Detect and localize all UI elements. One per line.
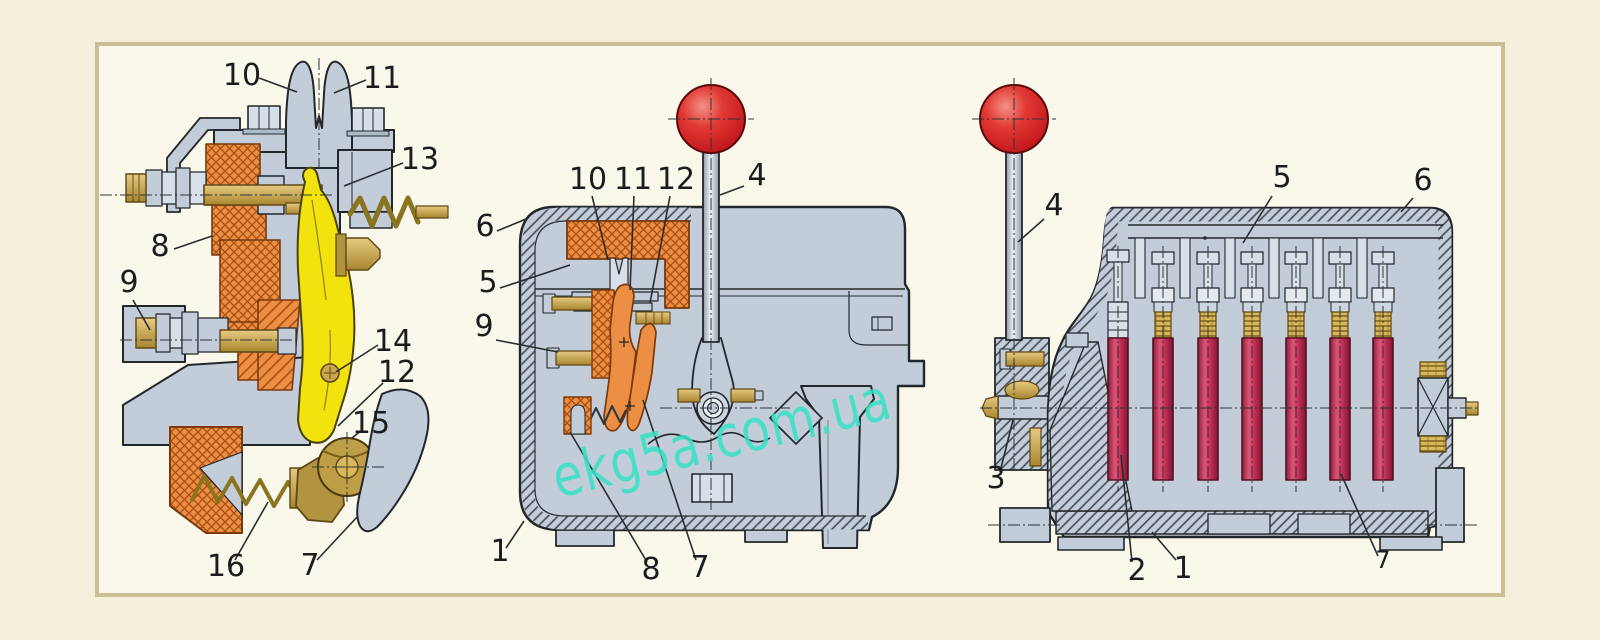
housing-wall-hatch (521, 207, 868, 530)
drain-spout (800, 385, 875, 549)
label-1: 1 (490, 534, 509, 569)
strap (166, 117, 241, 213)
figure-left-contact-element: 10 11 13 8 9 14 12 15 16 7 (100, 58, 449, 584)
leader-lines (999, 195, 1414, 563)
label-7: 7 (690, 550, 709, 585)
label-10: 10 (223, 58, 261, 93)
cam-profile (647, 431, 771, 445)
foot (1379, 536, 1443, 551)
contact-guides (1134, 237, 1368, 299)
foot (555, 529, 615, 547)
inspection-opening (691, 473, 733, 503)
label-3: 3 (986, 461, 1005, 496)
return-spring (190, 474, 298, 508)
label-4: 4 (747, 158, 766, 193)
label-6: 6 (475, 209, 494, 244)
yellow-lever (296, 166, 356, 444)
label-1: 1 (1173, 551, 1192, 586)
leader-lines (132, 77, 404, 561)
hex-bolt-left (242, 105, 286, 135)
label-9: 9 (119, 265, 138, 300)
right-plate (337, 149, 393, 213)
label-5: 5 (478, 265, 497, 300)
contact-spring (589, 405, 627, 425)
label-11: 11 (363, 61, 401, 96)
label-2: 2 (1127, 553, 1146, 588)
foot (744, 529, 788, 543)
label-15: 15 (352, 406, 390, 441)
cone-nut (345, 237, 381, 271)
label-8: 8 (641, 552, 660, 587)
fork-prongs (285, 60, 353, 169)
label-12: 12 (378, 355, 416, 390)
terminal-upper (125, 167, 207, 209)
label-7: 7 (1375, 546, 1390, 574)
contact-blade (603, 283, 637, 432)
callouts-middle: 10 11 12 4 6 5 9 1 8 7 (474, 158, 766, 587)
foot (1435, 467, 1465, 543)
foot (1057, 536, 1125, 551)
label-9: 9 (474, 309, 493, 344)
figure-middle-side-view: 10 11 12 4 6 5 9 1 8 7 (474, 78, 926, 587)
insulator-plate (566, 220, 690, 309)
bearing (1417, 361, 1479, 453)
label-12: 12 (657, 162, 695, 197)
housing-wall-hatch (1048, 208, 1452, 528)
label-5: 5 (1272, 160, 1291, 195)
label-13: 13 (401, 142, 439, 177)
label-16: 16 (207, 549, 245, 584)
label-6: 6 (1413, 163, 1432, 198)
center-lines (100, 58, 384, 502)
label-8: 8 (150, 229, 169, 264)
label-11: 11 (614, 162, 652, 197)
callouts-left: 10 11 13 8 9 14 12 15 16 7 (119, 58, 439, 584)
leader-lines (495, 185, 745, 563)
label-14: 14 (374, 324, 412, 359)
label-7: 7 (300, 548, 319, 583)
figure-right-front-section: 5 6 4 3 2 1 7 (972, 78, 1479, 588)
hex-bolt-right (346, 107, 390, 137)
label-10: 10 (569, 162, 607, 197)
label-4: 4 (1044, 188, 1063, 223)
contact-blade (626, 322, 657, 432)
center-lines (660, 78, 790, 512)
upper-spring (347, 195, 421, 229)
center-lines (972, 78, 1478, 526)
callouts-right: 5 6 4 3 2 1 7 (986, 160, 1432, 588)
cam-segment (356, 388, 430, 533)
